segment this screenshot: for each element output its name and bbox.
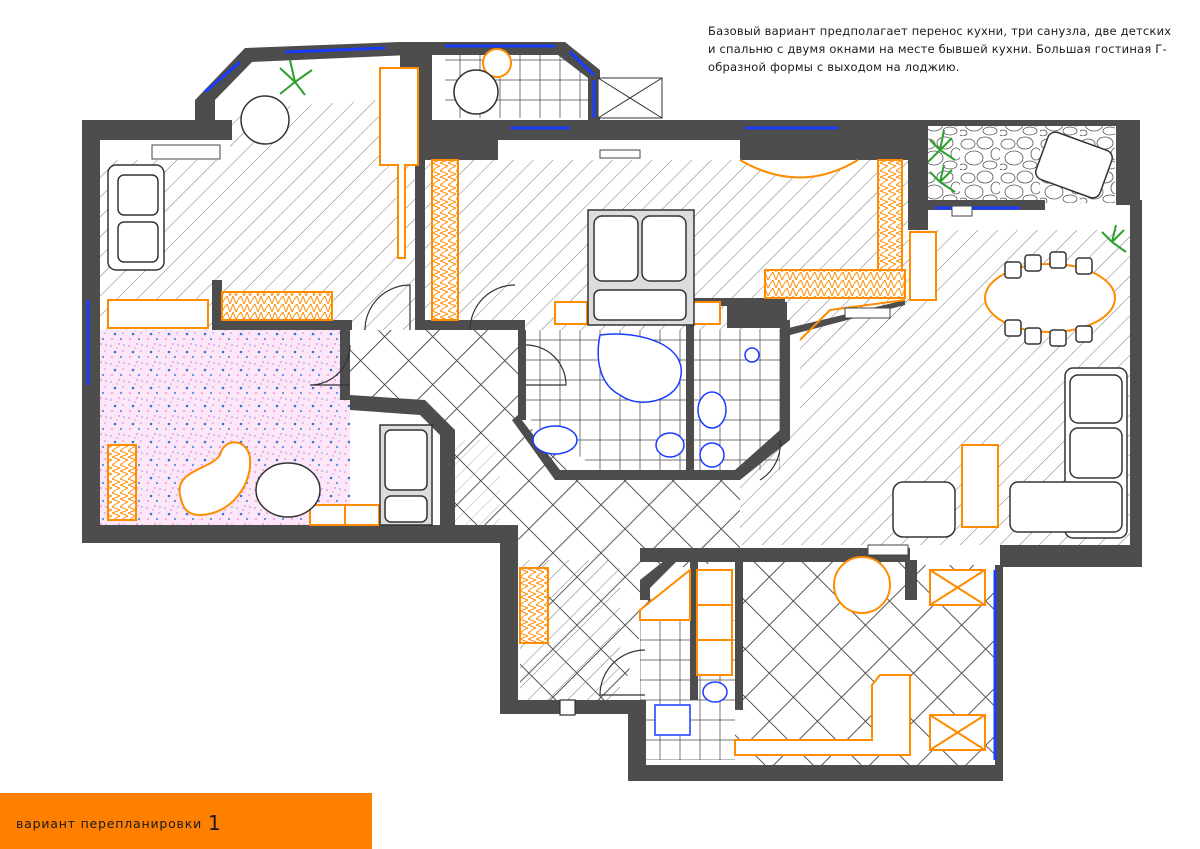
plan-description: Базовый вариант предполагает перенос кух…	[708, 24, 1172, 74]
variant-title: вариант перепланировки	[16, 816, 203, 831]
plants	[279, 59, 1127, 253]
soft-furniture	[107, 69, 1128, 539]
wardrobe-zigzag	[221, 291, 333, 321]
furniture	[107, 48, 1116, 756]
variant-number: 1	[208, 811, 221, 835]
radiators	[151, 144, 973, 556]
sanitary	[532, 347, 760, 736]
variant-label: вариант перепланировки 1	[16, 809, 221, 835]
windows	[86, 44, 1020, 760]
footer-banner: вариант перепланировки 1	[0, 793, 372, 849]
doors	[309, 284, 781, 716]
